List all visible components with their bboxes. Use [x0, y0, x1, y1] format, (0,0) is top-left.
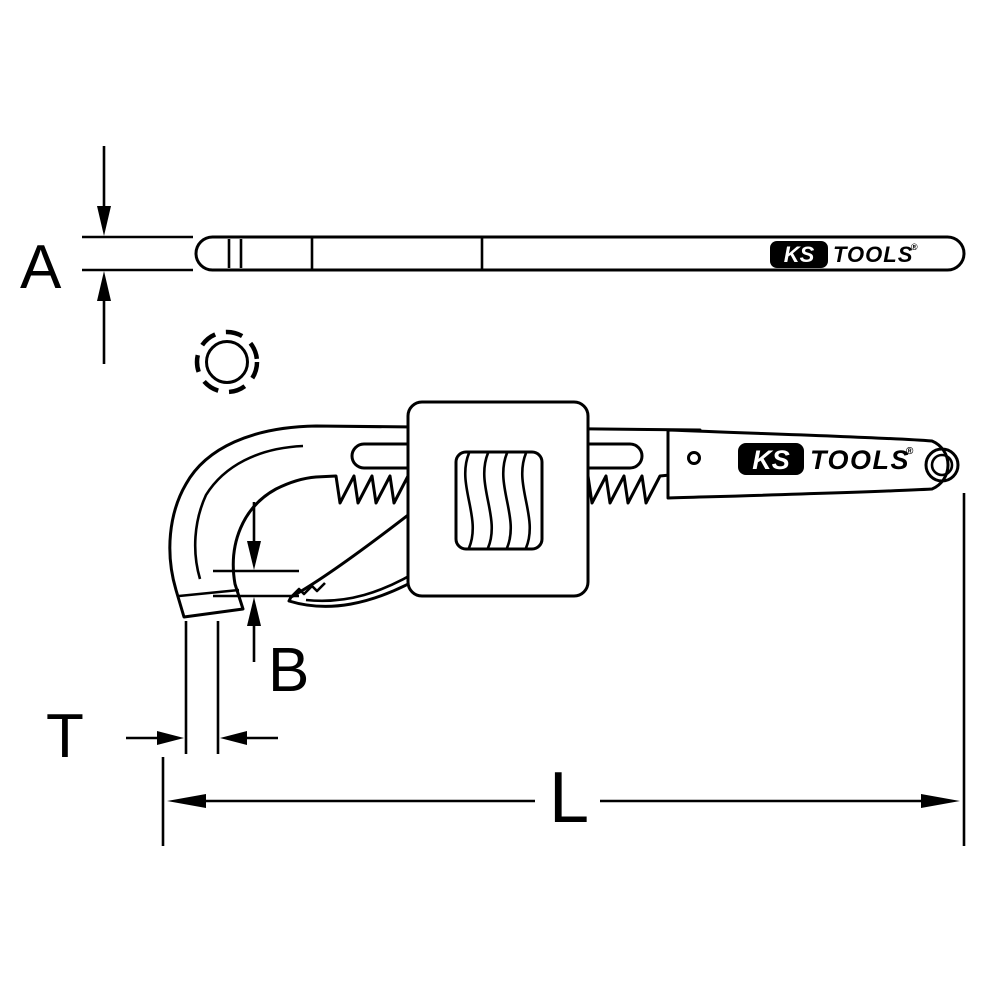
dim-b-label: B [268, 636, 309, 705]
lower-jaw-serrations [290, 582, 326, 598]
adjuster-nut-housing [406, 400, 590, 598]
ks-tools-logo-handle: KS TOOLS ® [738, 443, 914, 475]
handle-rod-side-view: KS TOOLS ® [194, 235, 966, 272]
worm-thread-line-2 [483, 452, 493, 549]
rod-cross-section-symbol [194, 329, 260, 395]
dimension-t: T [46, 621, 278, 771]
dim-b-arrowhead-down [247, 541, 261, 570]
dim-a-arrowhead-up [97, 271, 111, 301]
tools-logo-text: TOOLS [810, 445, 910, 475]
worm-thread-line-4 [521, 452, 531, 549]
hook-inner-contour [193, 444, 304, 580]
dim-t-label: T [46, 702, 84, 771]
cross-section-circle [205, 340, 249, 384]
pivot-rivet [687, 451, 701, 465]
adjuster-nut-window [454, 450, 544, 551]
worm-thread-line-1 [464, 452, 474, 549]
knurl-ring [194, 329, 260, 395]
hang-hole-inner [930, 453, 954, 477]
dimension-b: B [213, 502, 309, 705]
dimension-l: L [161, 493, 966, 846]
dimension-a: A [20, 146, 193, 364]
dim-l-arrowhead-left [167, 794, 206, 808]
claw-tip-line [178, 588, 240, 598]
dim-a-label: A [20, 233, 62, 302]
ks-logo-badge [770, 241, 828, 268]
dim-t-arrowhead-left [220, 731, 247, 745]
hang-hole-outer [924, 447, 960, 483]
lower-jaw-outline [287, 496, 432, 608]
ks-logo-badge [738, 443, 804, 475]
dim-l-label: L [549, 758, 589, 838]
wrench-handle-outline [666, 428, 950, 500]
wrench-front-view: KS TOOLS ® [168, 400, 960, 619]
worm-thread-line-3 [502, 452, 512, 549]
registered-mark: ® [911, 242, 918, 252]
dim-b-arrowhead-up [247, 597, 261, 626]
registered-mark: ® [906, 446, 914, 457]
tools-logo-text: TOOLS [833, 242, 913, 267]
dim-t-arrowhead-right [157, 731, 184, 745]
dim-a-arrowhead-down [97, 206, 111, 236]
dim-l-arrowhead-right [921, 794, 960, 808]
ks-logo-text: KS [752, 445, 790, 475]
ks-tools-logo-rod: KS TOOLS ® [770, 241, 918, 268]
ks-logo-text: KS [784, 242, 815, 267]
